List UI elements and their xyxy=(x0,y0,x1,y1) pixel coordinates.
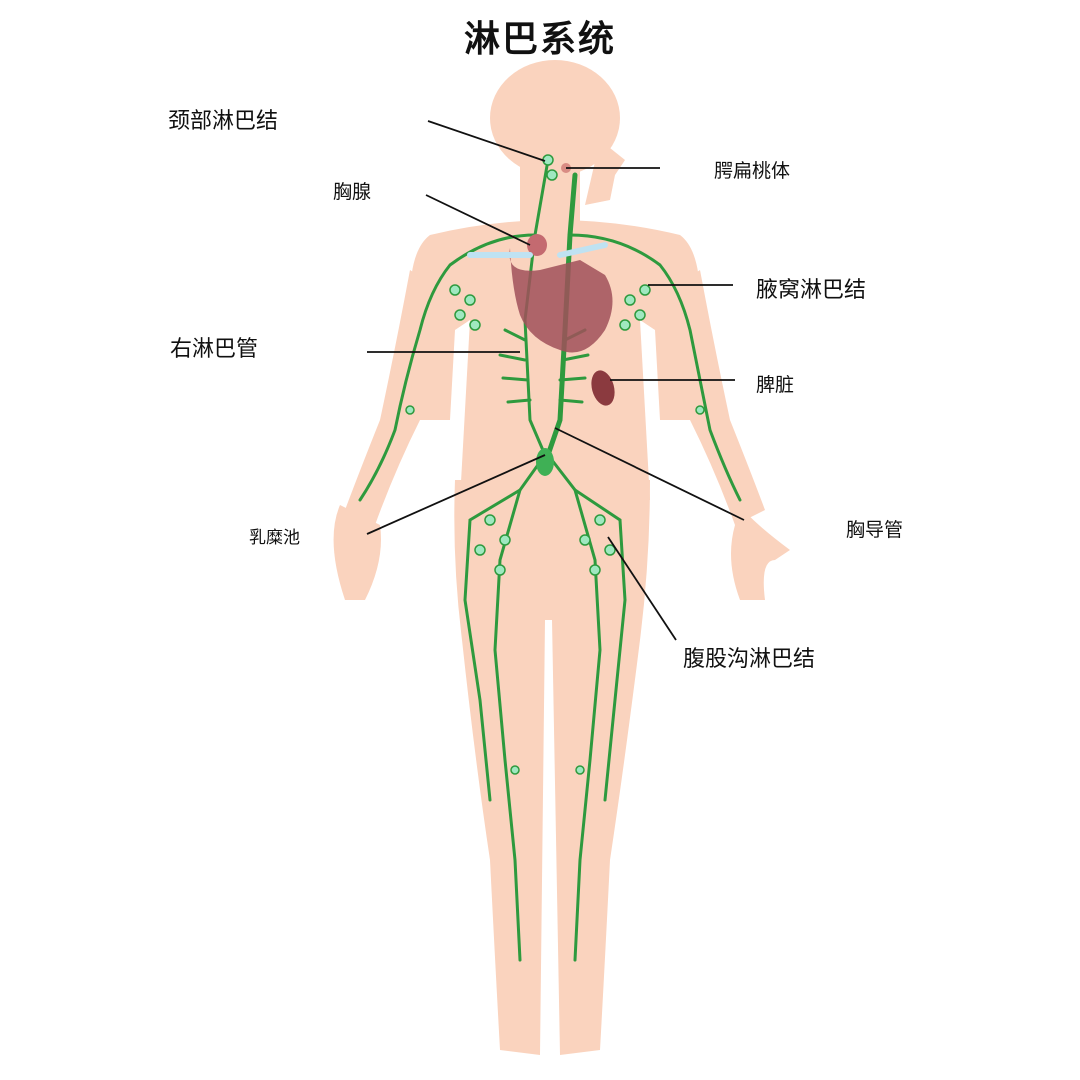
label-cisterna-chyli: 乳糜池 xyxy=(249,528,300,548)
lymph-nodes xyxy=(405,154,705,775)
label-right-lymphatic-duct: 右淋巴管 xyxy=(170,337,259,362)
label-palatine-tonsils: 腭扁桃体 xyxy=(714,160,791,182)
body-silhouette xyxy=(333,60,790,1055)
label-inguinal-lymph-nodes: 腹股沟淋巴结 xyxy=(683,647,816,672)
organs xyxy=(467,163,615,406)
label-thymus: 胸腺 xyxy=(333,181,372,203)
cisterna-chyli-shape xyxy=(536,448,554,476)
label-cervical-lymph-nodes: 颈部淋巴结 xyxy=(168,109,279,134)
label-thoracic-duct: 胸导管 xyxy=(846,519,904,541)
leader-lines xyxy=(366,120,745,641)
diagram-title: 淋巴系统 xyxy=(463,19,616,60)
label-spleen: 脾脏 xyxy=(756,374,795,396)
label-axillary-lymph-nodes: 腋窝淋巴结 xyxy=(756,278,867,303)
